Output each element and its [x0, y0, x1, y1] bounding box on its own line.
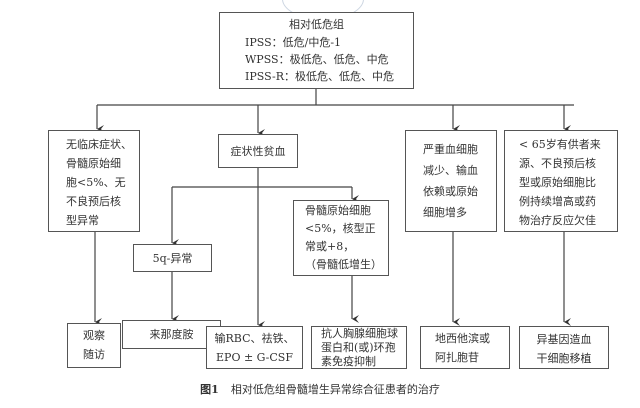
text-line: 观察 [83, 329, 105, 342]
text-line: 减少、输血 [423, 164, 478, 177]
box-stem-cell-transplant: 异基因造血 干细胞移植 [519, 326, 609, 369]
text-line: 胞<5%、无 [66, 176, 126, 189]
box-no-symptom: 无临床症状、 骨髓原始细 胞<5%、无 不良预后核 型异常 [48, 130, 140, 232]
root-title: 相对低危组 [289, 18, 344, 31]
text-line: 输RBC、祛铁、 [214, 332, 295, 345]
text-line: 随访 [83, 348, 105, 361]
text-line: 来那度胺 [149, 328, 194, 341]
text-line: 5q-异常 [152, 252, 193, 265]
root-ipss: IPSS：低危/中危-1 [245, 36, 342, 49]
root-wpss: WPSS：极低危、低危、中危 [245, 53, 389, 66]
figure-caption-text: 相对低危组骨髓增生异常综合征患者的治疗 [230, 383, 440, 396]
box-symptomatic-anemia: 症状性贫血 [218, 134, 298, 168]
text-line: 型异常 [66, 214, 99, 227]
text-line: 骨髓原始细 [66, 157, 121, 170]
text-line: （骨髓低增生） [305, 258, 382, 271]
text-line: 不良预后核 [66, 195, 121, 208]
text-line: 物治疗反应欠佳 [519, 214, 596, 227]
text-line: 蛋白和(或)环孢 [321, 341, 396, 354]
text-line: 严重血细胞 [423, 143, 478, 156]
text-line: 干细胞移植 [536, 352, 592, 365]
text-line: 抗人胸腺细胞球 [321, 327, 398, 340]
figure-caption: 图1 相对低危组骨髓增生异常综合征患者的治疗 [0, 381, 640, 397]
text-line: 细胞增多 [423, 206, 467, 219]
box-immunosuppression: 抗人胸腺细胞球 蛋白和(或)环孢 素免疫抑制 [311, 326, 407, 369]
root-ipss-r: IPSS-R：极低危、低危、中危 [245, 70, 395, 83]
root-box-low-risk: 相对低危组 IPSS：低危/中危-1 WPSS：极低危、低危、中危 IPSS-R… [219, 12, 414, 89]
text-line: 异基因造血 [536, 333, 592, 346]
text-line: <5%，核型正 [305, 222, 376, 235]
box-severe-cytopenia: 严重血细胞 减少、输血 依赖或原始 细胞增多 [405, 130, 497, 232]
box-observe-followup: 观察 随访 [67, 323, 121, 368]
box-under-65-donor: < 65岁有供者来 源、不良预后核 型或原始细胞比 例持续增高或药 物治疗反应欠… [504, 130, 618, 232]
text-line: 症状性贫血 [230, 145, 286, 158]
text-line: 阿扎胞苷 [435, 351, 479, 364]
text-line: < 65岁有供者来 [519, 138, 601, 151]
text-line: 常或+8， [305, 240, 355, 253]
text-line: 型或原始细胞比 [519, 176, 596, 189]
text-line: 素免疫抑制 [321, 355, 376, 368]
text-line: 例持续增高或药 [519, 195, 596, 208]
text-line: 地西他滨或 [435, 332, 490, 345]
box-lenalidomide: 来那度胺 [122, 320, 221, 349]
text-line: 依赖或原始 [423, 185, 478, 198]
text-line: 骨髓原始细胞 [305, 204, 371, 217]
figure-label: 图1 [200, 383, 219, 396]
box-hypoplastic: 骨髓原始细胞 <5%，核型正 常或+8， （骨髓低增生） [293, 200, 389, 276]
box-del5q: 5q-异常 [133, 244, 212, 272]
text-line: EPO ± G-CSF [216, 351, 293, 364]
text-line: 无临床症状、 [66, 138, 132, 151]
text-line: 源、不良预后核 [519, 157, 596, 170]
box-supportive-care: 输RBC、祛铁、 EPO ± G-CSF [206, 326, 303, 369]
box-hypomethylating: 地西他滨或 阿扎胞苷 [420, 326, 510, 369]
